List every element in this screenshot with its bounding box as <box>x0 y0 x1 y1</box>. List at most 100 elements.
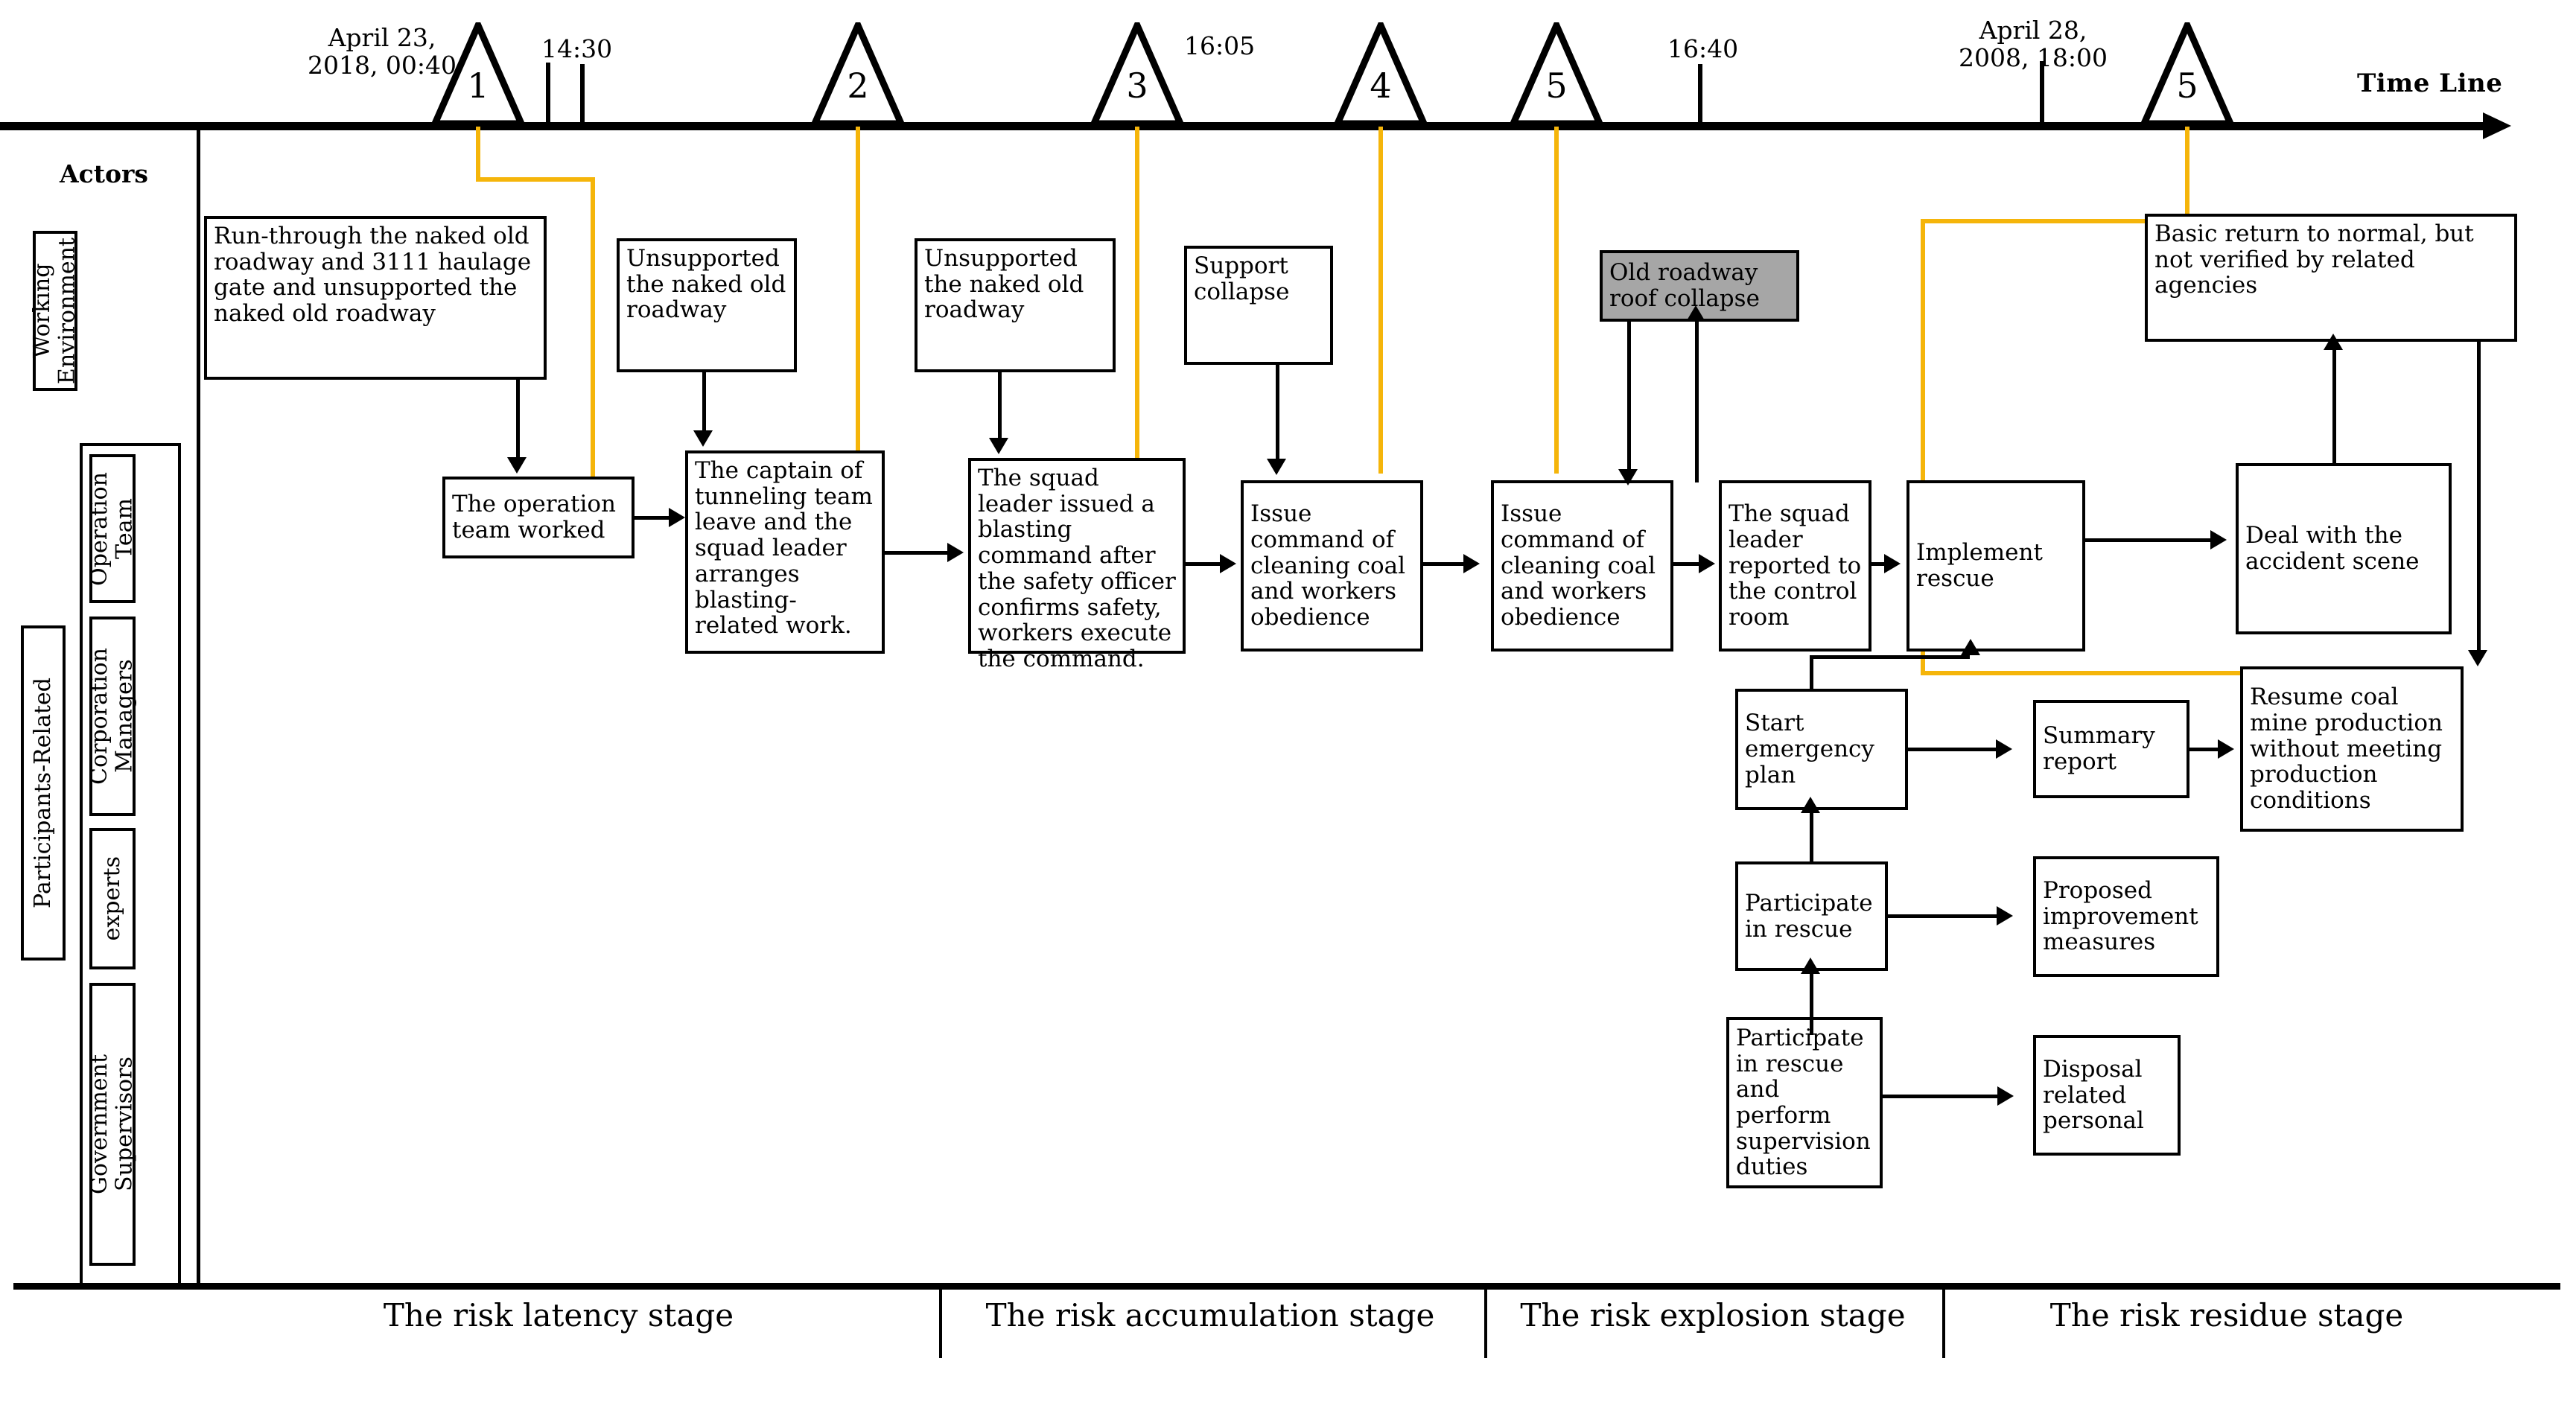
connector-b20-b21 <box>1883 1095 2000 1098</box>
connector-b4-b10 <box>1276 365 1279 460</box>
event-box-b18[interactable]: Participate in rescue <box>1735 861 1888 971</box>
timeline-marker-2-number: 2 <box>847 66 869 106</box>
event-box-b6[interactable]: Basic return to normal, but not verified… <box>2145 214 2517 342</box>
connector-b6-b17-arrow-icon <box>2468 650 2487 666</box>
event-box-b15[interactable]: Start emergency plan <box>1735 689 1908 810</box>
event-box-b6-label: Basic return to normal, but not verified… <box>2154 220 2474 299</box>
connector-b20-b18 <box>1810 974 1813 1035</box>
event-box-b16-label: Summary report <box>2043 722 2155 775</box>
highlight-line-4 <box>1378 127 1383 474</box>
event-box-b9[interactable]: The squad leader issued a blasting comma… <box>968 458 1186 672</box>
actor-row-working-environment-label: Working Environment <box>29 237 80 385</box>
highlight-line-5 <box>1554 127 1559 474</box>
highlight-line-6b <box>1921 219 2189 223</box>
highlight-line-1b <box>476 177 595 182</box>
event-box-b8-label: The captain of tunneling team leave and … <box>695 457 873 640</box>
connector-b11-b12-arrow-icon <box>1699 554 1715 573</box>
connector-b1-b7 <box>516 380 520 459</box>
stage-divider-2 <box>1484 1290 1487 1358</box>
highlight-line-3 <box>1135 127 1139 462</box>
highlight-line-6c <box>1921 219 1925 675</box>
connector-b15-b13-arrow-icon <box>1961 639 1980 655</box>
connector-b10-b11 <box>1423 562 1466 566</box>
event-box-b14[interactable]: Deal with the accident scene <box>2236 463 2452 634</box>
timeline-marker-3[interactable]: 3 <box>1091 22 1183 127</box>
timeline-time-1640: 16:40 <box>1667 34 1739 63</box>
connector-b3-b9 <box>998 372 1002 439</box>
event-box-b11-label: Issue command of cleaning coal and worke… <box>1501 500 1656 631</box>
timeline-marker-2[interactable]: 2 <box>812 22 904 127</box>
event-box-b13[interactable]: Implement rescue <box>1906 480 2085 652</box>
connector-b14-b6 <box>2332 350 2336 465</box>
connector-b18-b19 <box>1888 914 2000 918</box>
event-box-b8[interactable]: The captain of tunneling team leave and … <box>685 450 885 654</box>
actor-row-corporation-managers-label: Corporation Managers <box>86 648 138 785</box>
stage-divider-3 <box>1942 1290 1945 1358</box>
connector-b12-b5 <box>1695 322 1699 482</box>
stage-label-accumulation: The risk accumulation stage <box>985 1297 1435 1334</box>
event-box-b3[interactable]: Unsupported the naked old roadway <box>915 238 1116 372</box>
connector-b8-b9-arrow-icon <box>947 543 964 562</box>
event-box-b11[interactable]: Issue command of cleaning coal and worke… <box>1491 480 1673 652</box>
event-box-b12-label: The squad leader reported to the control… <box>1729 500 1862 631</box>
event-box-b5-critical[interactable]: Old roadway roof collapse <box>1600 250 1799 322</box>
event-box-b9-label: The squad leader issued a blasting comma… <box>978 465 1176 673</box>
event-box-b18-label: Participate in rescue <box>1745 889 1873 943</box>
actor-row-working-environment[interactable]: Working Environment <box>29 231 80 391</box>
connector-b15-b13-h <box>1810 655 1970 659</box>
actor-row-experts[interactable]: experts <box>89 828 136 969</box>
timeline-marker-4-number: 4 <box>1370 66 1392 106</box>
highlight-line-1c <box>591 177 595 478</box>
actor-row-government-supervisors[interactable]: Government Supervisors <box>86 983 138 1266</box>
event-box-b4[interactable]: Support collapse <box>1184 246 1333 365</box>
event-box-b10-label: Issue command of cleaning coal and worke… <box>1250 500 1406 631</box>
timeline-axis-label: Time Line <box>2357 69 2503 98</box>
event-box-b1-label: Run-through the naked old roadway and 31… <box>214 223 532 328</box>
connector-b16-b17-arrow-icon <box>2218 739 2234 759</box>
event-box-b16[interactable]: Summary report <box>2033 700 2189 798</box>
connector-b11-b12 <box>1673 562 1702 566</box>
actors-panel-divider <box>197 130 200 1286</box>
timeline-date-label-start: April 23,2018, 00:40 <box>307 23 457 80</box>
event-box-b21-label: Disposal related personal <box>2043 1055 2144 1135</box>
event-box-b21[interactable]: Disposal related personal <box>2033 1035 2181 1156</box>
connector-b13-b14 <box>2085 538 2213 542</box>
timeline-marker-6-number: 5 <box>2176 66 2198 106</box>
event-box-b1[interactable]: Run-through the naked old roadway and 31… <box>204 216 547 380</box>
event-box-b7[interactable]: The operation team worked <box>442 477 635 558</box>
actors-panel-title: Actors <box>60 159 148 188</box>
timeline-marker-4[interactable]: 4 <box>1335 22 1427 127</box>
connector-b7-b8-arrow-icon <box>669 508 685 527</box>
actor-row-corporation-managers[interactable]: Corporation Managers <box>86 617 138 816</box>
connector-b5-b11 <box>1627 322 1631 471</box>
event-box-b4-label: Support collapse <box>1194 252 1290 305</box>
event-box-b2[interactable]: Unsupported the naked old roadway <box>617 238 797 372</box>
connector-b16-b17 <box>2189 748 2221 751</box>
highlight-line-1a <box>476 127 480 182</box>
connector-b15-b16-arrow-icon <box>1996 739 2012 759</box>
event-box-b12[interactable]: The squad leader reported to the control… <box>1719 480 1871 652</box>
event-box-b17[interactable]: Resume coal mine production without meet… <box>2240 666 2464 832</box>
timeline-marker-1[interactable]: 1 <box>432 22 524 127</box>
connector-b15-b16 <box>1908 748 1999 751</box>
event-box-b15-label: Start emergency plan <box>1745 710 1874 789</box>
connector-b10-b11-arrow-icon <box>1463 554 1480 573</box>
actor-row-government-supervisors-label: Government Supervisors <box>86 1054 138 1194</box>
timeline-marker-6[interactable]: 5 <box>2141 22 2233 127</box>
connector-b9-b10 <box>1186 562 1223 566</box>
stage-divider-1 <box>939 1290 942 1358</box>
event-box-b13-label: Implement rescue <box>1916 539 2043 592</box>
event-box-b19-label: Proposed improvement measures <box>2043 876 2198 956</box>
connector-b15-b13-v <box>1810 655 1813 691</box>
timeline-marker-5[interactable]: 5 <box>1510 22 1603 127</box>
connector-b14-b6-arrow-icon <box>2324 334 2343 350</box>
stage-label-latency: The risk latency stage <box>383 1297 734 1334</box>
event-box-b3-label: Unsupported the naked old roadway <box>924 245 1084 324</box>
actor-group-participants-related-box[interactable]: Participants-Related <box>21 625 66 961</box>
connector-b20-b18-arrow-icon <box>1801 958 1820 974</box>
actor-row-operation-team[interactable]: Operation Team <box>86 454 138 603</box>
event-box-b19[interactable]: Proposed improvement measures <box>2033 856 2219 977</box>
event-box-b20[interactable]: Participate in rescue and perform superv… <box>1726 1017 1883 1188</box>
event-box-b10[interactable]: Issue command of cleaning coal and worke… <box>1241 480 1423 652</box>
